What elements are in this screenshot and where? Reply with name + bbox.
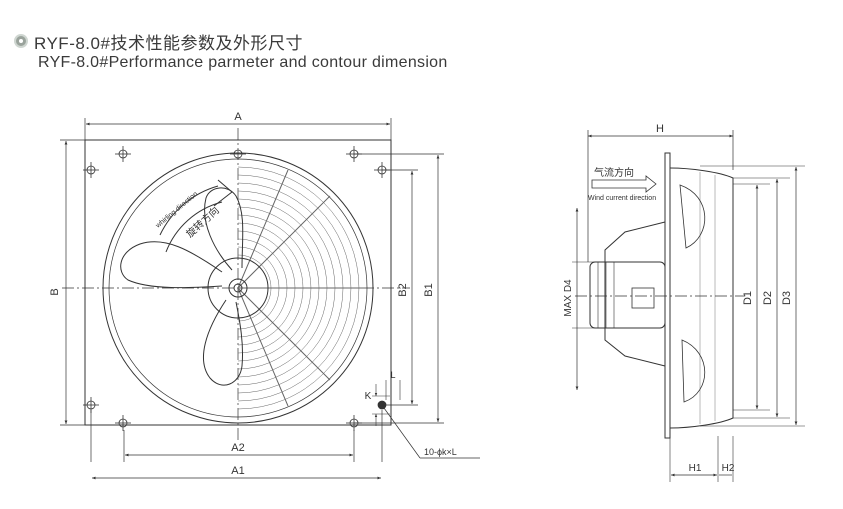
hole-leader [383, 407, 421, 459]
label-b1: B1 [423, 283, 435, 296]
label-b: B [49, 288, 61, 295]
side-blade-top [679, 184, 706, 249]
label-k: K [365, 391, 372, 402]
guard-grille [237, 166, 366, 410]
rotation-arc [159, 185, 219, 236]
label-l: L [390, 370, 395, 380]
airflow-label-en: Wind current direction [588, 195, 656, 202]
outer-ring [102, 152, 374, 424]
motor-support [604, 221, 666, 367]
front-view [60, 118, 480, 480]
bullet-icon [14, 34, 28, 48]
title-chinese: RYF-8.0#技术性能参数及外形尺寸 [34, 33, 303, 53]
fan-blades [120, 187, 244, 386]
side-view [572, 130, 805, 482]
label-h: H [656, 123, 664, 135]
label-a: A [234, 111, 242, 123]
guard-outline [669, 167, 734, 429]
flange-plate [664, 152, 671, 439]
label-d2: D2 [762, 291, 774, 305]
rotation-arrowhead [213, 179, 233, 207]
hub-shaft [233, 283, 243, 293]
inner-ring [108, 158, 368, 418]
label-a2: A2 [231, 442, 244, 454]
hub-inner [228, 278, 248, 298]
title-row-cn: RYF-8.0#技术性能参数及外形尺寸 [14, 30, 448, 53]
label-d4: MAX D4 [563, 279, 574, 317]
hole-note: 10-ϕk×L [424, 447, 457, 457]
label-d3: D3 [781, 291, 793, 305]
label-h2: H2 [722, 463, 735, 474]
label-d1: D1 [742, 291, 754, 305]
side-blade-bottom [681, 339, 706, 403]
header: RYF-8.0#技术性能参数及外形尺寸 RYF-8.0#Performance … [14, 30, 448, 72]
label-b2: B2 [397, 283, 409, 296]
label-a1: A1 [231, 465, 244, 477]
airflow-label-cn: 气流方向 [594, 166, 634, 179]
motor-body [589, 261, 666, 329]
label-h1: H1 [689, 463, 702, 474]
airflow-arrow-icon [591, 175, 657, 193]
title-english: RYF-8.0#Performance parmeter and contour… [38, 54, 448, 71]
hub-outer [207, 257, 269, 319]
terminal-box [631, 287, 655, 309]
rotation-arc-inner [165, 201, 223, 253]
